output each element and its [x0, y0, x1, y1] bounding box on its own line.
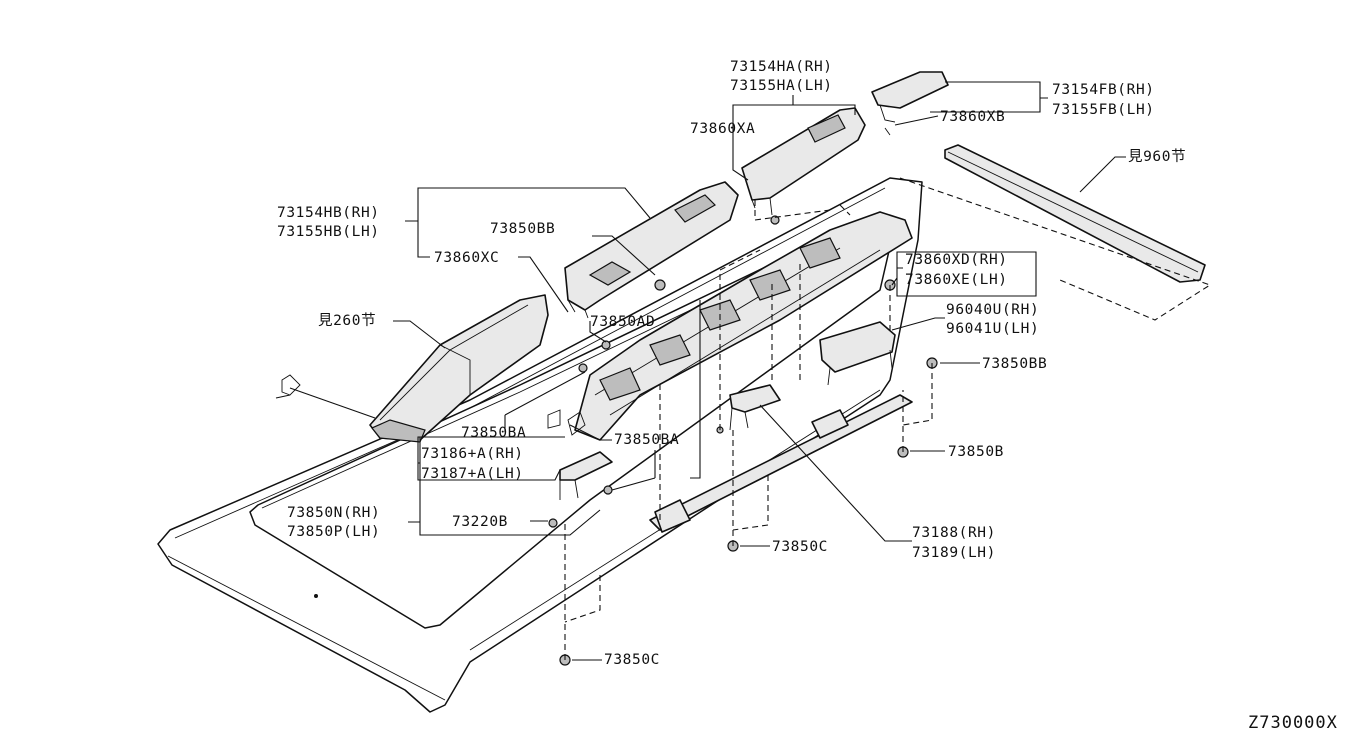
label-ref-260: 見260节	[318, 312, 376, 329]
label-96041u: 96041U(LH)	[946, 321, 1039, 337]
diagram-code: Z730000X	[1248, 713, 1338, 733]
bracket-73186	[559, 451, 613, 500]
label-73189: 73189(LH)	[912, 545, 996, 561]
bracket-73188	[729, 384, 781, 431]
label-73850b: 73850B	[948, 444, 1004, 460]
label-73850n: 73850N(RH)	[287, 505, 380, 521]
label-73850c-mid: 73850C	[772, 539, 828, 555]
label-73186: 73186+A(RH)	[421, 446, 524, 462]
grip-cover-hb	[564, 181, 739, 319]
label-73860xe: 73860XE(LH)	[905, 272, 1008, 288]
label-73155fb: 73155FB(LH)	[1052, 102, 1155, 118]
label-73154ha: 73154HA(RH)	[730, 59, 833, 75]
grip-cover-ha	[741, 107, 866, 216]
label-73155ha: 73155HA(LH)	[730, 78, 833, 94]
label-73850p: 73850P(LH)	[287, 524, 380, 540]
label-73850bb-top: 73850BB	[490, 221, 555, 237]
label-73154fb: 73154FB(RH)	[1052, 82, 1155, 98]
assembly-lines	[564, 200, 933, 660]
front-console	[275, 294, 549, 443]
label-73850ba-left: 73850BA	[461, 425, 526, 441]
part-labels: 73154HA(RH) 73155HA(LH) 73860XA 73154FB(…	[277, 59, 1338, 733]
label-73155hb: 73155HB(LH)	[277, 224, 380, 240]
label-73850ba-right: 73850BA	[614, 432, 679, 448]
label-73860xa: 73860XA	[690, 121, 755, 137]
label-73187: 73187+A(LH)	[421, 466, 524, 482]
leader-lines	[393, 81, 1126, 661]
label-73850bb-right: 73850BB	[982, 356, 1047, 372]
grip-cover-fb	[871, 71, 949, 136]
label-73860xb: 73860XB	[940, 109, 1005, 125]
label-73220b: 73220B	[452, 514, 508, 530]
label-73850c-bottom: 73850C	[604, 652, 660, 668]
label-73188: 73188(RH)	[912, 525, 996, 541]
label-73850ad: 73850AD	[590, 314, 655, 330]
label-73860xd: 73860XD(RH)	[905, 252, 1008, 268]
side-rail	[649, 394, 913, 533]
label-73860xc: 73860XC	[434, 250, 499, 266]
label-96040u: 96040U(RH)	[946, 302, 1039, 318]
label-ref-960: 見960节	[1128, 148, 1186, 165]
label-73154hb: 73154HB(RH)	[277, 205, 380, 221]
bracket-96040u	[819, 321, 896, 386]
rear-trim-bar	[899, 144, 1212, 321]
